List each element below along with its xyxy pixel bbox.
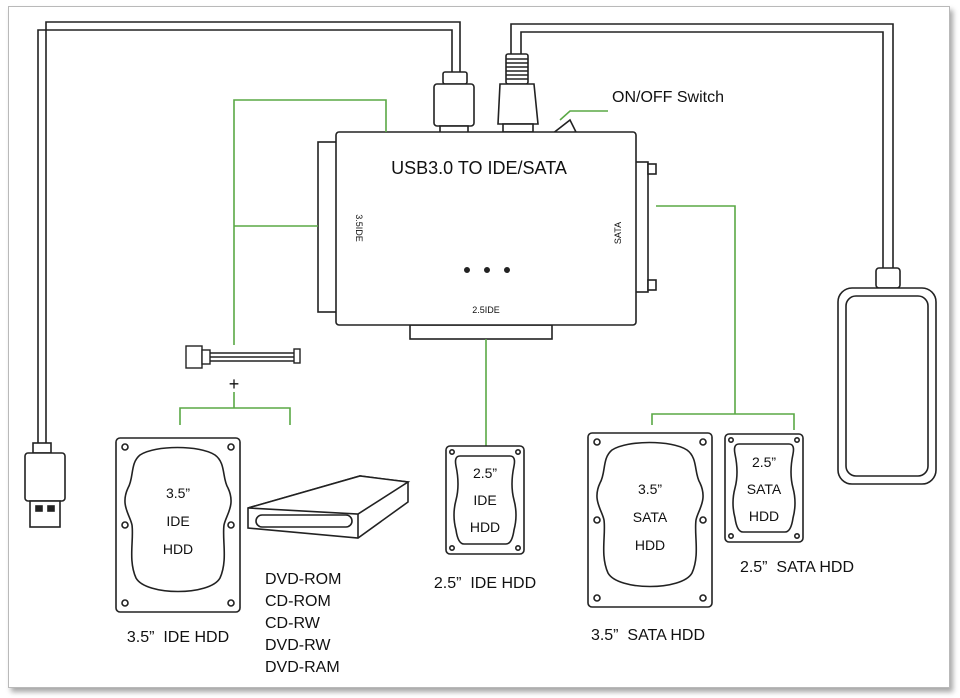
port-label-sata: SATA <box>613 222 623 244</box>
adapter-device <box>317 118 657 340</box>
hdd-35-ide-type: IDE <box>166 513 189 529</box>
usb-a-plug-icon <box>24 442 66 528</box>
hdd-35-ide-icon <box>115 437 241 613</box>
hdd-25-sata-kind: HDD <box>749 508 779 524</box>
hdd-25-sata-type: SATA <box>747 481 782 497</box>
hdd-35-sata-kind: HDD <box>635 537 665 553</box>
hdd-35-ide-caption: 3.5” IDE HDD <box>127 629 229 646</box>
hdd-25-ide-size: 2.5” <box>473 465 497 481</box>
usb-cable <box>37 21 461 445</box>
device-title: USB3.0 TO IDE/SATA <box>391 158 567 178</box>
hdd-35-ide-kind: HDD <box>163 541 193 557</box>
hdd-35-sata-icon <box>587 432 713 608</box>
optical-drive-list: DVD-ROM CD-ROM CD-RW DVD-RW DVD-RAM <box>265 571 341 676</box>
connection-lines <box>179 99 795 446</box>
hdd-25-sata-size: 2.5” <box>752 454 776 470</box>
hdd-35-sata-caption: 3.5” SATA HDD <box>591 627 705 644</box>
usb-plug-top <box>433 71 475 135</box>
power-adapter-icon <box>837 267 937 485</box>
power-lead-icon <box>185 345 301 369</box>
optical-item: DVD-RW <box>265 637 331 654</box>
optical-drive-icon <box>247 475 411 539</box>
switch-label: ON/OFF Switch <box>612 89 724 106</box>
optical-item: CD-RW <box>265 615 321 632</box>
hdd-25-ide-icon <box>445 445 525 555</box>
optical-item: DVD-RAM <box>265 659 340 676</box>
power-adapter-cable <box>510 23 894 270</box>
dc-plug-top <box>497 53 539 133</box>
hdd-25-sata-icon <box>724 433 804 543</box>
hdd-25-ide-kind: HDD <box>470 519 500 535</box>
port-label-35ide: 3.5IDE <box>354 214 364 242</box>
optical-item: DVD-ROM <box>265 571 341 588</box>
hdd-25-ide-caption: 2.5” IDE HDD <box>434 575 536 592</box>
hdd-35-ide-size: 3.5” <box>166 485 190 501</box>
hdd-35-sata-type: SATA <box>633 509 668 525</box>
port-label-25ide: 2.5IDE <box>472 305 500 315</box>
optical-item: CD-ROM <box>265 593 331 610</box>
hdd-25-sata-caption: 2.5” SATA HDD <box>740 559 854 576</box>
hdd-35-sata-size: 3.5” <box>638 481 662 497</box>
hdd-25-ide-type: IDE <box>473 492 496 508</box>
plus-sign: + <box>229 374 240 394</box>
